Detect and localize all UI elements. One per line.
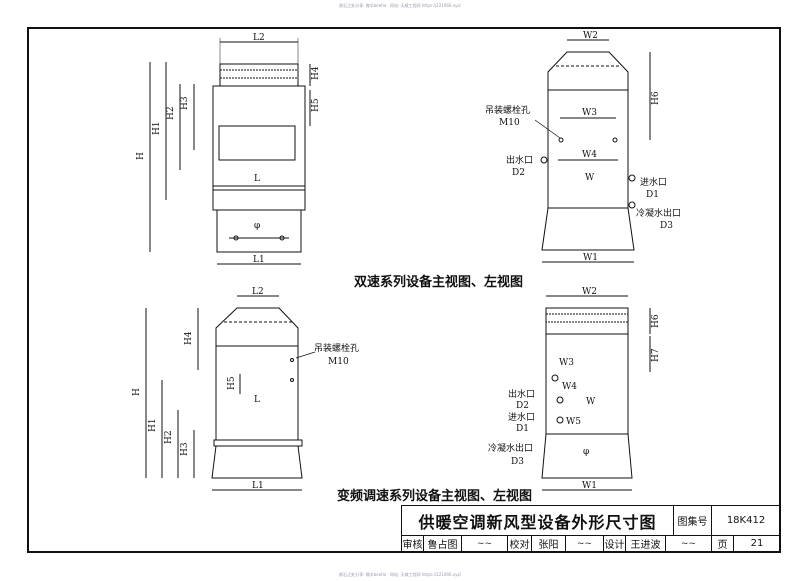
dim-W2: W2 — [583, 31, 598, 41]
label-D3-1: D3 — [660, 221, 673, 231]
review-label: 审核 — [402, 536, 424, 552]
dim-H4-2: H4 — [184, 331, 194, 345]
dim-H5: H5 — [311, 98, 321, 112]
dim-W5-2: W5 — [566, 417, 581, 427]
check-label: 校对 — [508, 536, 532, 552]
drawing-frame — [27, 27, 781, 553]
dim-W4: W4 — [582, 150, 597, 160]
label-lifting-bolt-hole-1: 吊装螺栓孔 — [485, 104, 530, 116]
dim-H3-2: H3 — [180, 442, 190, 456]
dim-H5-2: H5 — [227, 376, 237, 390]
dim-H1-2: H1 — [148, 418, 158, 432]
variable-freq-side-view: W2 W1 W φ H6 H7 W3 W4 W5 出水口 D2 进水口 D1 冷… — [488, 287, 661, 491]
drawing-title: 供暖空调新风型设备外形尺寸图 — [402, 506, 674, 536]
dim-L-2: L — [254, 395, 260, 405]
dim-W-2: W — [586, 397, 596, 407]
watermark-bottom: 颜石之处分享: 微羊beefal · 网站: 天威工程网 https://221… — [339, 572, 461, 577]
label-water-inlet-2: 进水口 — [508, 411, 535, 423]
dim-L1-2: L1 — [252, 481, 264, 491]
label-D2-1: D2 — [512, 168, 525, 178]
two-speed-side-view: W2 W3 W4 W W1 H6 吊装螺栓孔 M10 出水口 D2 进水口 D1… — [485, 31, 681, 263]
label-water-inlet-1: 进水口 — [640, 176, 667, 188]
label-m10-2: M10 — [328, 357, 349, 367]
variable-freq-front-view: L2 L1 L H H1 H2 H3 H4 H5 吊装螺栓孔 M10 — [132, 287, 359, 491]
label-m10-1: M10 — [499, 118, 520, 128]
reviewer-name: 鲁占图 — [424, 536, 462, 552]
dim-W1: W1 — [583, 253, 598, 263]
dim-W4-2: W4 — [562, 382, 577, 392]
dim-L1: L1 — [253, 255, 265, 265]
page-number: 21 — [734, 536, 780, 552]
checker-signature: ~~ — [566, 536, 604, 552]
dim-H4: H4 — [311, 66, 321, 80]
dim-L2-2: L2 — [252, 287, 264, 297]
dim-W2-2: W2 — [582, 287, 597, 297]
label-water-outlet-2: 出水口 — [508, 388, 535, 400]
label-D1-1: D1 — [646, 190, 659, 200]
label-D3-2: D3 — [511, 457, 524, 467]
designer-signature: ~~ — [666, 536, 712, 552]
label-condensate-outlet-1: 冷凝水出口 — [636, 207, 681, 219]
dim-L2: L2 — [253, 33, 265, 43]
label-D2-2: D2 — [516, 401, 529, 411]
dim-H6: H6 — [651, 91, 661, 105]
caption-two-speed: 双速系列设备主视图、左视图 — [354, 275, 524, 290]
dim-H2-2: H2 — [164, 430, 174, 444]
watermark-top: 颜石之处分享: 微羊beefal · 网站: 天威工程网 https://221… — [339, 3, 461, 8]
dim-H7-2: H7 — [651, 348, 661, 362]
dim-W3: W3 — [582, 108, 597, 118]
dim-W3-2: W3 — [559, 358, 574, 368]
checker-name: 张阳 — [532, 536, 566, 552]
caption-variable-freq: 变频调速系列设备主视图、左视图 — [337, 489, 533, 504]
reviewer-signature: ~~ — [462, 536, 508, 552]
title-block: 供暖空调新风型设备外形尺寸图 图集号 18K412 审核 鲁占图 ~~ 校对 张… — [401, 505, 780, 552]
dim-H: H — [136, 152, 146, 160]
dim-W1-2: W1 — [582, 481, 597, 491]
dim-phi-2: φ — [583, 447, 589, 457]
label-lifting-bolt-hole-2: 吊装螺栓孔 — [314, 342, 359, 354]
dim-H2: H2 — [166, 106, 176, 120]
dim-W: W — [585, 173, 595, 183]
dim-H6-2: H6 — [651, 314, 661, 328]
atlas-no: 18K412 — [712, 506, 780, 536]
dim-H3: H3 — [180, 96, 190, 110]
dim-phi: φ — [254, 221, 260, 231]
atlas-no-label: 图集号 — [674, 506, 712, 536]
designer-name: 王进波 — [626, 536, 666, 552]
label-water-outlet-1: 出水口 — [506, 154, 533, 166]
page-label: 页 — [712, 536, 734, 552]
dim-H1: H1 — [152, 121, 162, 135]
dim-H-2: H — [132, 388, 142, 396]
dim-L: L — [254, 174, 260, 184]
design-label: 设计 — [604, 536, 626, 552]
label-condensate-outlet-2: 冷凝水出口 — [488, 442, 533, 454]
two-speed-front-view: L2 L1 L φ H H1 H2 H3 H4 H5 — [136, 33, 321, 265]
label-D1-2: D1 — [516, 424, 529, 434]
